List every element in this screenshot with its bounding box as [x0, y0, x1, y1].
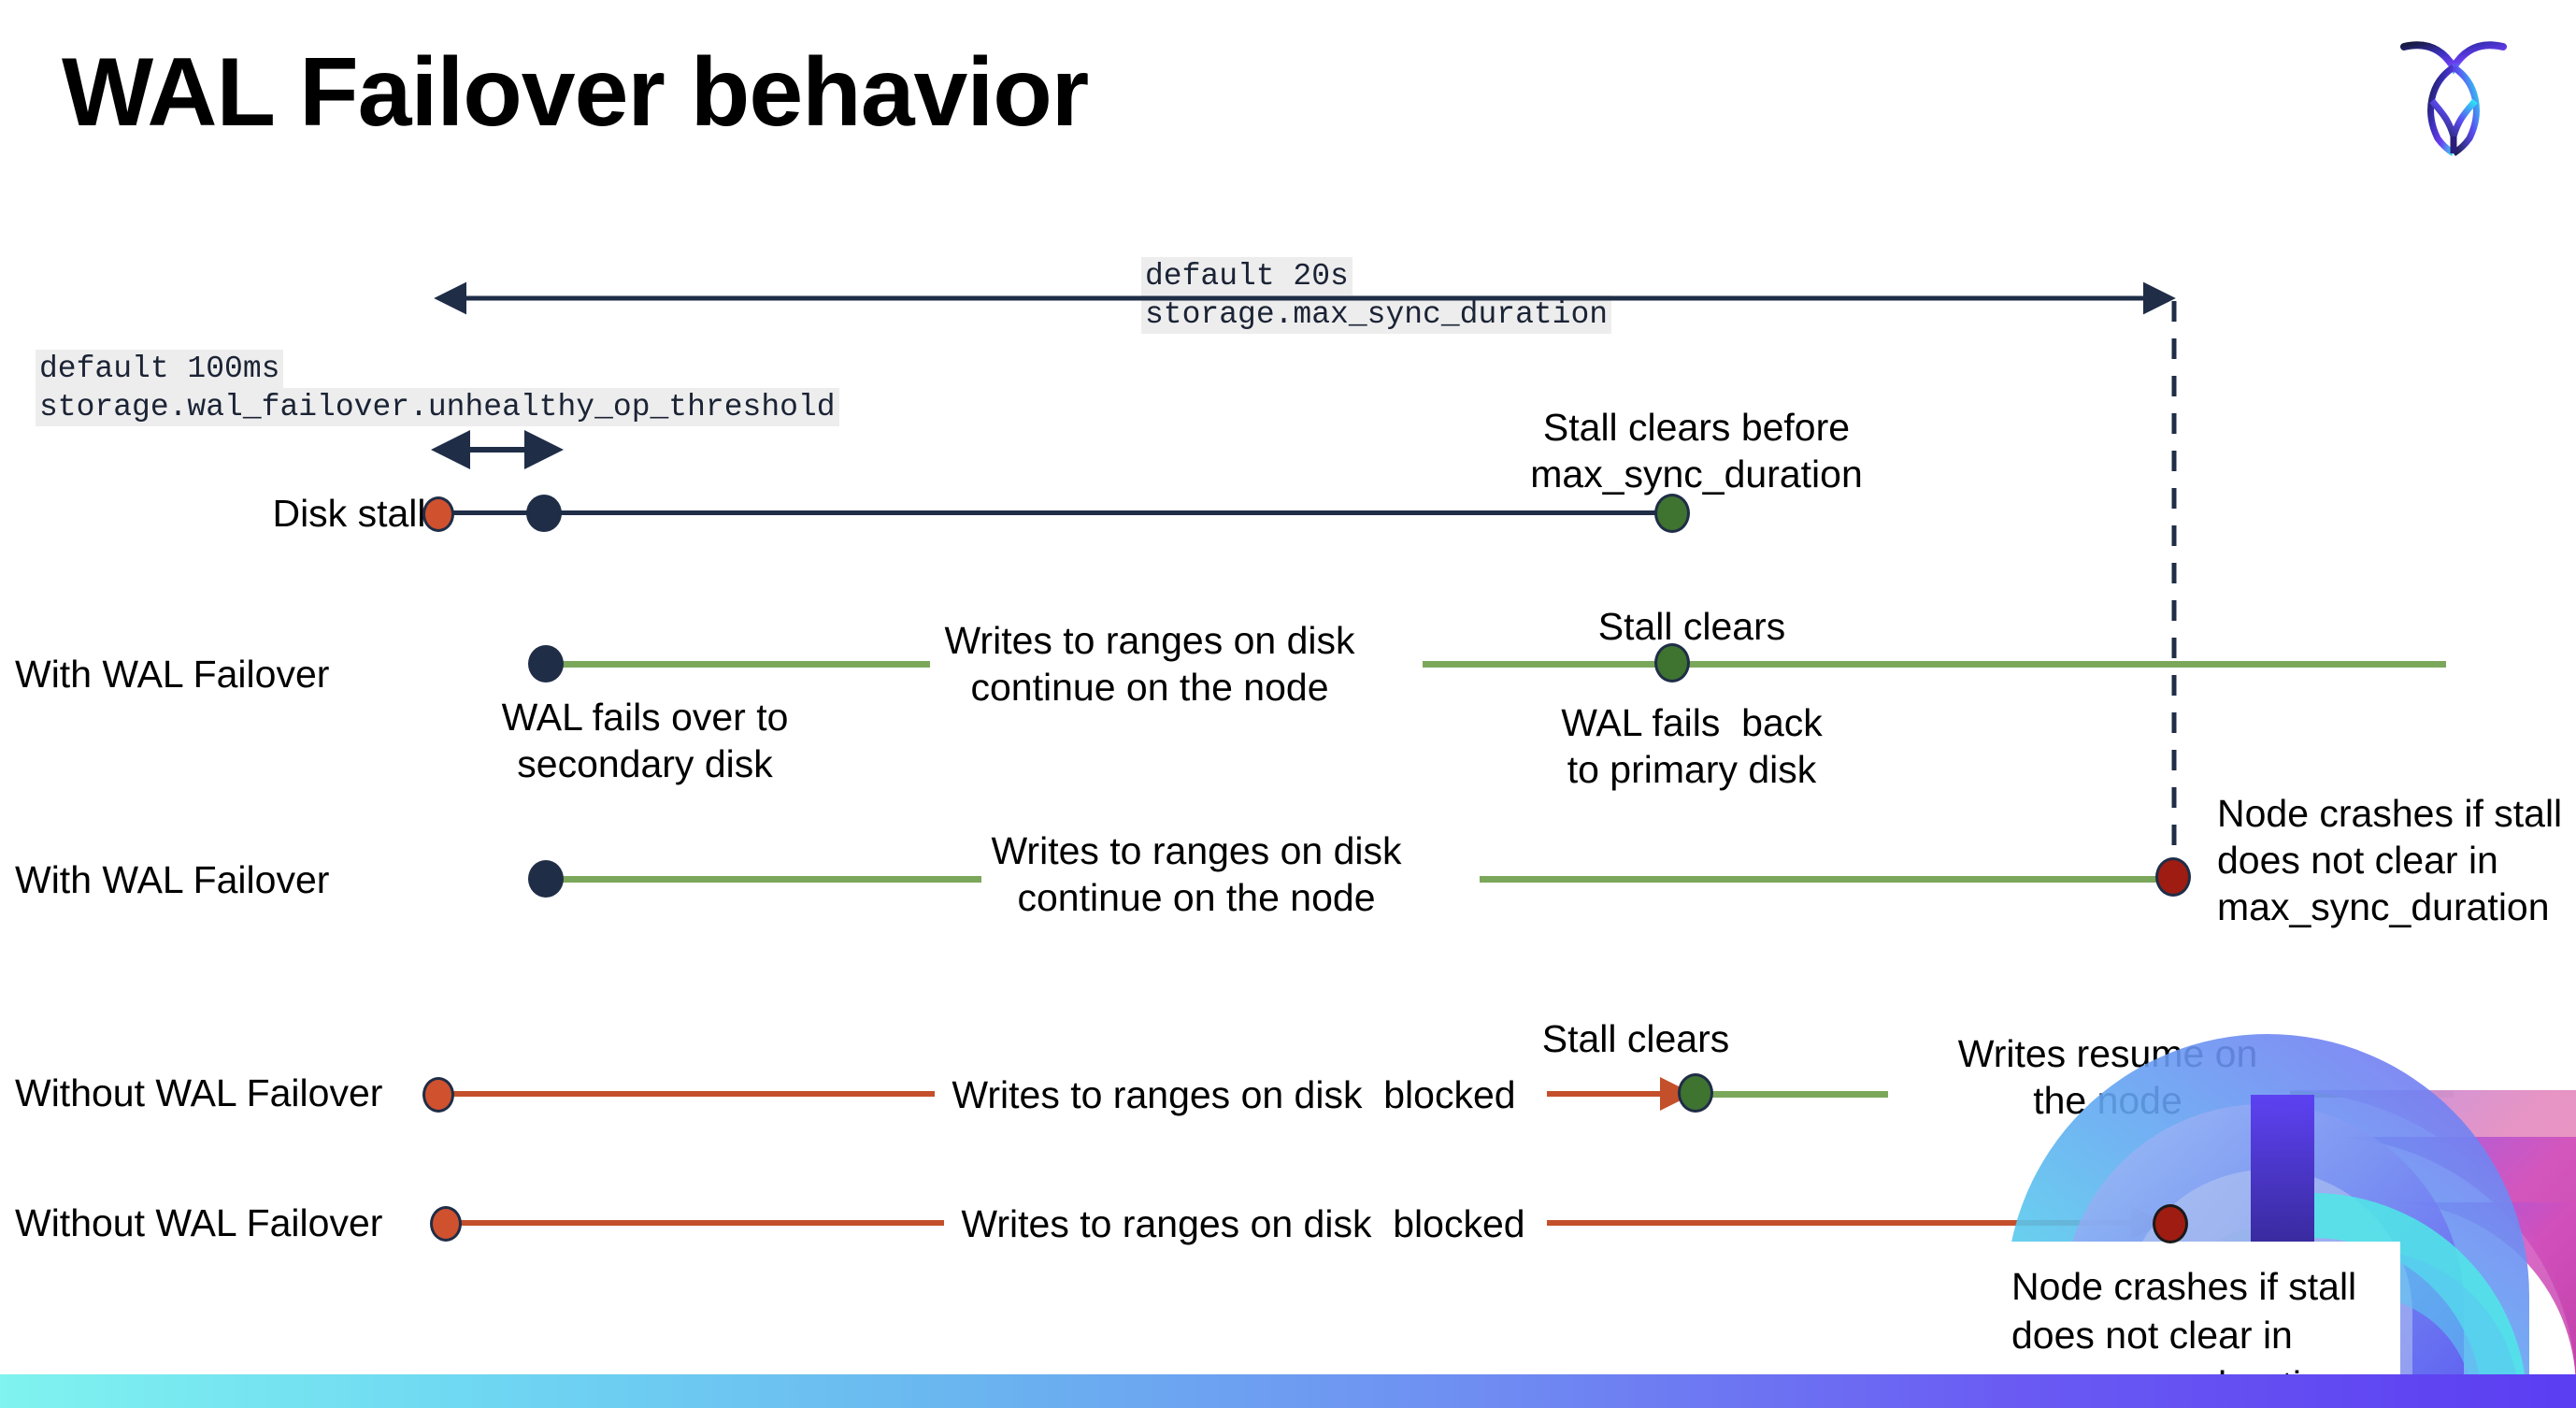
note-stall-clears-2: Stall clears: [1541, 1017, 1730, 1060]
max-sync-default-label: default 20s: [1141, 257, 1352, 295]
with-failover-1-failover-dot: [528, 645, 564, 682]
without-failover-1-clear-dot: [1678, 1073, 1713, 1113]
cockroachdb-logo-icon: [2393, 26, 2514, 157]
note-writes-continue-2: Writes to ranges on disk continue on the…: [991, 829, 1402, 920]
without-failover-2-start-dot: [430, 1206, 462, 1242]
row-label-with-wal-failover-2: With WAL Failover: [15, 858, 330, 901]
row-label-with-wal-failover-1: With WAL Failover: [15, 653, 330, 696]
note-node-crashes-1: Node crashes if stall does not clear in …: [2217, 792, 2563, 929]
note-stall-clears-before: Stall clears before max_sync_duration: [1530, 406, 1863, 496]
max-sync-setting-label: storage.max_sync_duration: [1141, 295, 1612, 334]
annotation-max-sync-duration: default 20s storage.max_sync_duration: [1141, 257, 1612, 334]
disk-stalls-timeline: [439, 510, 1673, 515]
with-failover-2-line-right: [1480, 876, 2176, 883]
unhealthy-default-label: default 100ms: [36, 350, 284, 388]
row-label-disk-stalls: Disk stalls: [272, 492, 445, 535]
row-label-without-wal-failover-2: Without WAL Failover: [15, 1201, 383, 1244]
bottom-gradient-bar: [0, 1374, 2576, 1408]
annotation-unhealthy-op-threshold: default 100ms storage.wal_failover.unhea…: [36, 350, 839, 426]
without-failover-1-line-mid: [1710, 1091, 1888, 1098]
note-stall-clears-1: Stall clears: [1597, 605, 1786, 648]
without-failover-2-line-left: [439, 1220, 944, 1226]
without-failover-1-start-dot: [422, 1077, 454, 1113]
with-failover-2-failover-dot: [528, 860, 564, 898]
disk-stall-start-dot: [422, 496, 454, 532]
unhealthy-setting-label: storage.wal_failover.unhealthy_op_thresh…: [36, 388, 839, 426]
page-title: WAL Failover behavior: [62, 38, 1089, 147]
with-failover-1-line-right: [1423, 661, 2446, 668]
row-label-without-wal-failover-1: Without WAL Failover: [15, 1071, 383, 1114]
note-writes-blocked-1: Writes to ranges on disk blocked: [952, 1073, 1516, 1116]
disk-stall-threshold-dot: [526, 495, 562, 532]
note-wal-fails-over: WAL fails over to secondary disk: [501, 696, 789, 786]
without-failover-1-line-left: [439, 1091, 935, 1097]
without-failover-2-crash-dot: [2153, 1204, 2188, 1243]
with-failover-2-crash-dot: [2155, 857, 2191, 897]
note-writes-continue-1: Writes to ranges on disk continue on the…: [944, 619, 1355, 710]
with-failover-2-line-left: [556, 876, 981, 883]
disk-stall-clear-dot: [1654, 494, 1690, 533]
with-failover-1-clear-dot: [1654, 643, 1690, 682]
with-failover-1-line-left: [556, 661, 930, 668]
note-writes-blocked-2: Writes to ranges on disk blocked: [961, 1202, 1525, 1245]
note-wal-fails-back: WAL fails back to primary disk: [1561, 701, 1823, 792]
